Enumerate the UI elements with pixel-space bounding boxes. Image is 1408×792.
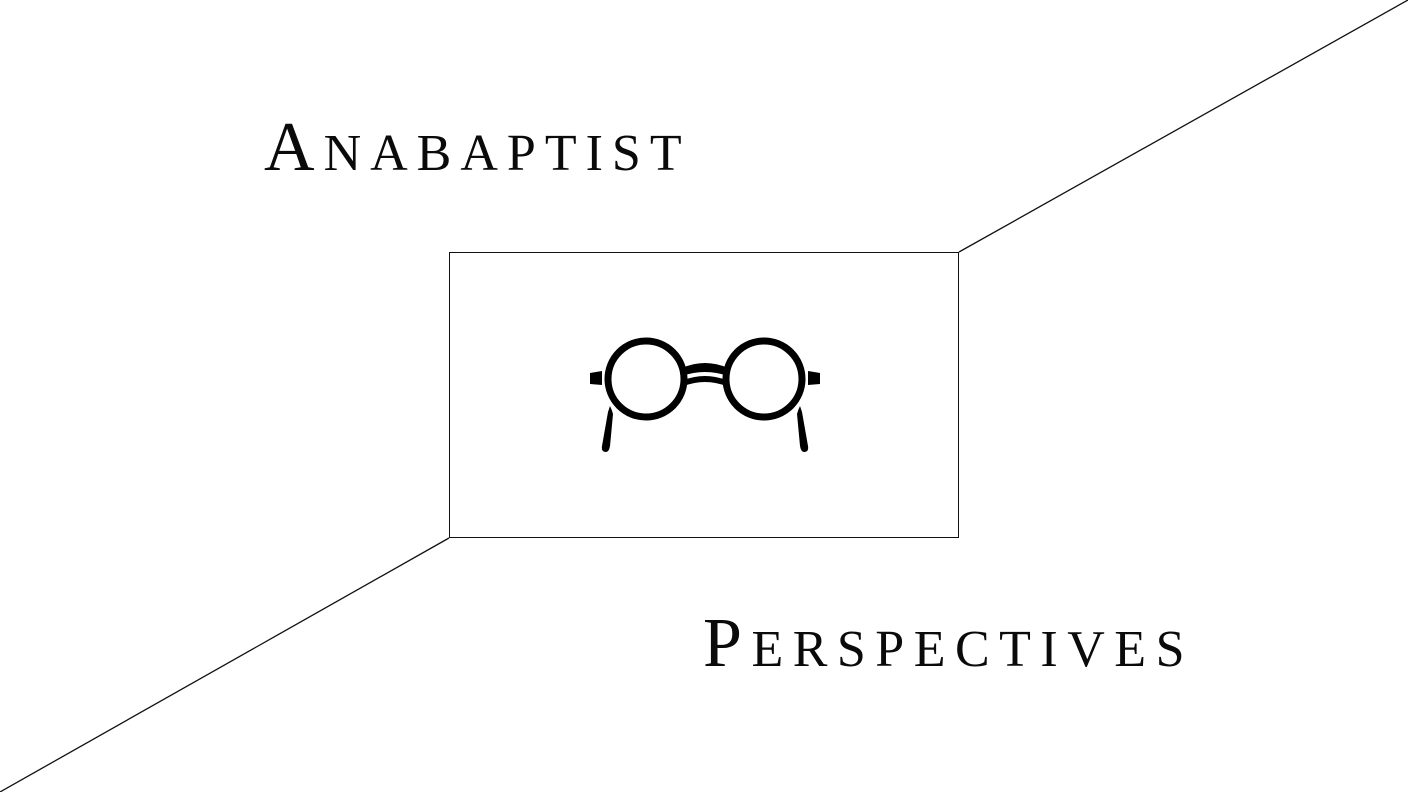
round-eyeglasses-icon [590,337,820,452]
title-anabaptist-rest: NABAPTIST [323,125,691,182]
emblem-frame [449,252,959,538]
lower-diagonal-line [0,537,450,792]
title-perspectives-initial: P [703,605,752,682]
title-anabaptist-initial: A [264,109,324,186]
title-perspectives-rest: ERSPECTIVES [751,621,1194,678]
upper-diagonal-line [958,0,1408,253]
title-perspectives: PERSPECTIVES [703,609,1194,679]
title-anabaptist: ANABAPTIST [264,113,691,183]
